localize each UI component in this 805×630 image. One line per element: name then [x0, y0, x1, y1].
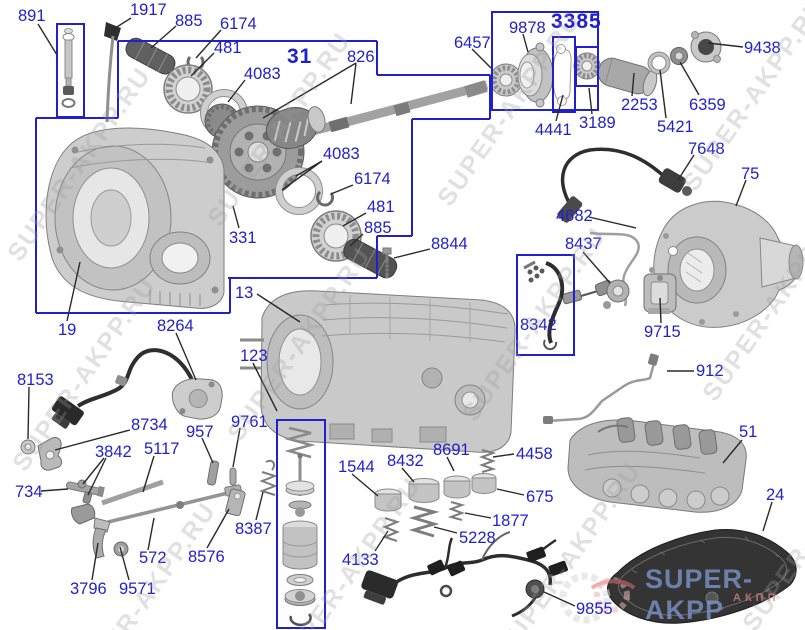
- part-snapring-6174b: [316, 190, 335, 207]
- box-kit-9878-3385: [491, 11, 599, 111]
- part-solenoid-9715: [643, 273, 677, 314]
- leader-line-5228-0: [433, 526, 458, 534]
- box-gasket-4441: [552, 36, 576, 113]
- leader-line-891-0: [37, 23, 58, 56]
- part-valve-body: [567, 417, 747, 513]
- leader-line-6174-0: [195, 29, 222, 59]
- leader-line-8734-0: [54, 429, 131, 451]
- leader-line-4133-0: [374, 530, 389, 552]
- part-output-shaft: [265, 80, 489, 149]
- part-dipstick-tube: [61, 28, 76, 108]
- leader-line-4083-0: [227, 79, 246, 103]
- part-sleeve-885a: [125, 37, 176, 75]
- part-oil-pan: [606, 528, 797, 624]
- part-bell-housing: [45, 127, 225, 309]
- leader-line-572-0: [147, 517, 155, 551]
- leader-line-957-0: [201, 437, 214, 464]
- leader-line-885-0: [150, 25, 177, 49]
- leader-line-481-0: [190, 52, 215, 77]
- leader-line-9715-0: [659, 297, 662, 324]
- leader-line-4083-1: [281, 160, 323, 191]
- leader-line-8387-0: [255, 491, 264, 521]
- leader-line-8691-0: [446, 456, 455, 472]
- leader-line-4441-0: [555, 94, 564, 122]
- leader-line-24-0: [762, 501, 773, 532]
- leader-line-19-0: [66, 261, 81, 322]
- leader-line-7648-0: [677, 154, 695, 181]
- leader-line-675-0: [496, 488, 525, 496]
- leader-line-8576-0: [206, 508, 230, 549]
- leader-line-123-0: [252, 362, 278, 412]
- leader-line-8844-0: [393, 248, 431, 259]
- leader-line-13-0: [256, 293, 301, 323]
- leader-line-3842-0: [82, 457, 105, 485]
- part-speed-sensor-7648: [557, 147, 692, 223]
- leader-line-1917-0: [111, 17, 132, 31]
- leader-line-75-0: [735, 179, 747, 207]
- leader-line-8437-0: [582, 251, 611, 284]
- box-bearing-3189: [575, 46, 599, 87]
- part-shift-linkage: [20, 437, 279, 559]
- leader-line-734-0: [40, 488, 69, 492]
- part-flange-9438: [690, 31, 722, 63]
- leader-line-8264-0: [175, 332, 197, 381]
- leader-line-2253-0: [631, 72, 635, 97]
- leader-line-1877-0: [464, 512, 492, 519]
- leader-line-6174-0: [330, 184, 354, 195]
- leader-line-6359-0: [679, 61, 700, 96]
- leader-line-9438-0: [707, 42, 744, 48]
- leader-line-826-1: [350, 62, 357, 105]
- leader-line-9571-0: [119, 546, 130, 581]
- leader-line-51-0: [722, 439, 743, 464]
- leader-line-3842-1: [87, 457, 107, 496]
- part-main-case: [240, 290, 516, 453]
- part-oring-5421: [647, 51, 671, 75]
- leader-line-1544-0: [351, 473, 379, 497]
- part-bearing-481a: [163, 64, 213, 114]
- part-extension-housing: [649, 200, 804, 328]
- part-drum-9878: [517, 42, 554, 108]
- box-accumulator-123: [276, 419, 326, 629]
- part-tube-912: [543, 353, 659, 424]
- part-hose-8342: [523, 260, 565, 351]
- part-tube-2253: [597, 57, 658, 97]
- leader-line-8153-0: [27, 386, 30, 440]
- part-accumulator-stack: [282, 426, 318, 627]
- part-solenoid-8437: [561, 279, 630, 309]
- part-harness-9855: [361, 531, 568, 618]
- leader-line-6457-0: [471, 48, 492, 69]
- leader-line-3189-0: [588, 87, 593, 115]
- leader-line-481-0: [342, 212, 367, 227]
- leader-line-885-0: [349, 233, 364, 247]
- box-dipstick-tube-891: [56, 23, 85, 118]
- box-hose-8342: [516, 254, 575, 356]
- leader-line-826-0: [262, 62, 357, 119]
- brand-logo-icon: [559, 572, 636, 624]
- leader-line-4682-0: [588, 216, 637, 229]
- part-bolt-8844: [382, 247, 392, 278]
- part-servo-pistons: [374, 449, 497, 543]
- part-range-switch-8264: [51, 348, 223, 429]
- leader-line-5117-0: [142, 455, 155, 493]
- leader-line-9878-0: [522, 33, 529, 53]
- leader-line-9855-0: [543, 591, 576, 607]
- leader-line-9761-0: [232, 427, 241, 468]
- part-spacer-6359: [670, 47, 688, 65]
- leader-line-331-0: [232, 205, 240, 229]
- leader-line-3796-0: [91, 542, 99, 581]
- leader-line-8432-0: [401, 467, 415, 483]
- leader-line-4458-0: [492, 453, 515, 458]
- leader-line-5421-0: [659, 69, 667, 119]
